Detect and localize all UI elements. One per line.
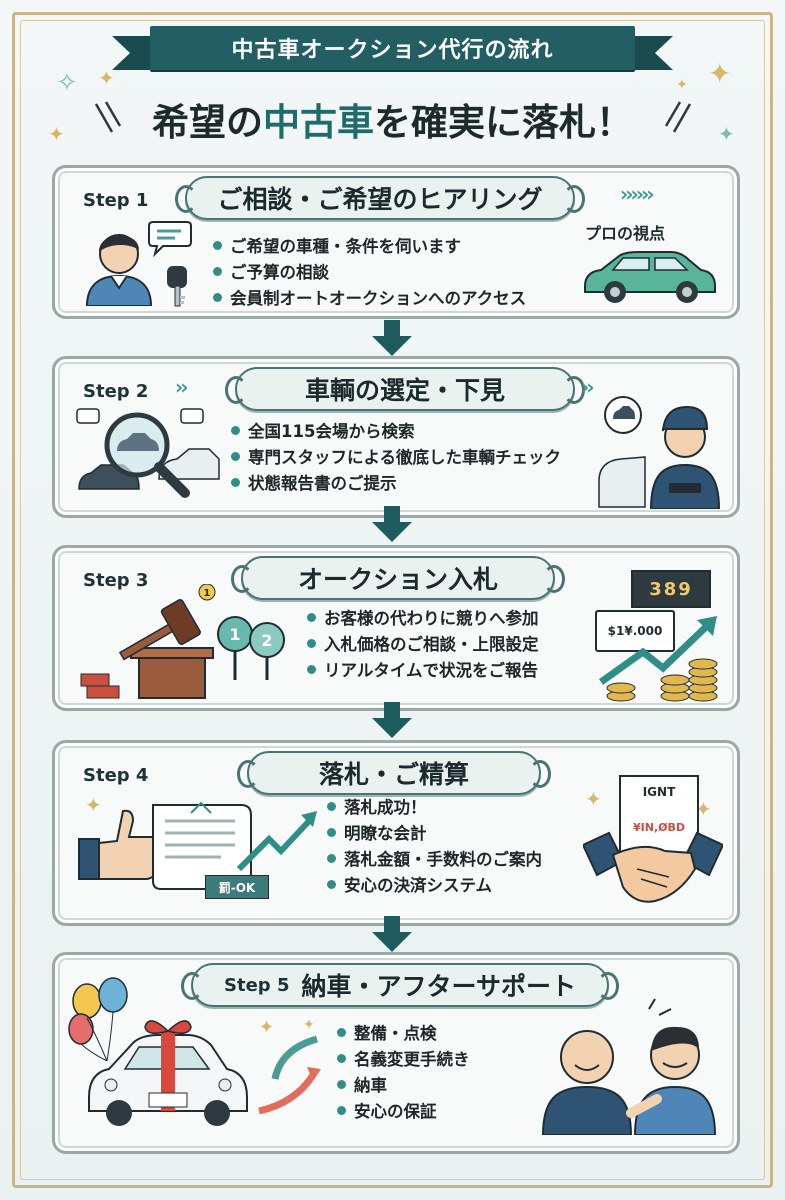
flow-arrow-icon	[372, 506, 412, 542]
bullet-item: 状態報告書のご提示	[231, 471, 561, 497]
step-label: Step 4	[83, 765, 149, 786]
car-key-icon	[167, 266, 187, 307]
bullet-item: 安心の決済システム	[327, 873, 542, 899]
outer-frame	[12, 12, 773, 1188]
customers-icon	[541, 998, 717, 1135]
step-bullets: 整備・点検 名義変更手続き 納車 安心の保証	[337, 1021, 470, 1125]
sparkle-icon: ✦	[85, 793, 102, 817]
person-icon	[85, 234, 153, 306]
bullet-item: 整備・点検	[337, 1021, 470, 1047]
step-card-4: Step 4 落札・ご精算 ✦ ✦ ✦ 落札成功！ 明瞭な会計 落札金額・手数料…	[52, 740, 740, 926]
handshake-icon	[583, 831, 723, 903]
step-card-3: Step 3 オークション入札 お客様の代わりに競りへ参加 入札価格のご相談・上…	[52, 545, 740, 711]
ok-stamp: 罰-OK	[205, 875, 269, 899]
bullet-item: 専門スタッフによる徹底した車輌チェック	[231, 445, 561, 471]
bullet-item: ご希望の車種・条件を伺います	[213, 234, 526, 260]
mechanic-icon	[598, 396, 721, 509]
sparkle-icon: ✦	[718, 122, 735, 146]
bullet-item: 名義変更手続き	[337, 1047, 470, 1073]
magnifier-car-icon	[76, 408, 220, 498]
accent-lines-icon	[94, 101, 122, 133]
bullet-item: 会員制オートオークションへのアクセス	[213, 286, 526, 312]
sparkle-icon: ✦	[48, 122, 65, 146]
price-monitor: $1¥.000	[595, 610, 675, 652]
balloons-icon	[68, 977, 128, 1061]
inner-frame	[20, 20, 765, 1180]
bid-number: 1	[204, 588, 211, 599]
sparkle-icon: ✦	[676, 77, 688, 93]
step-bullets: お客様の代わりに競りへ参加 入札価格のご相談・上限設定 リアルタイムで状況をご報…	[307, 606, 539, 684]
svg-text:✦: ✦	[303, 1017, 315, 1033]
step-title: 車輌の選定・下見	[225, 367, 585, 411]
banner-title: 中古車オークション代行の流れ	[231, 38, 554, 63]
speech-bubble-icon	[148, 221, 192, 258]
step-card-5: Step 5 納車・アフターサポート 整備・点検 名義変更手続き 納車 安心の保…	[52, 952, 740, 1154]
step-label: Step 1	[83, 190, 149, 211]
coins-icon	[598, 616, 718, 702]
sparkle-icon: ✦	[708, 57, 732, 90]
document-icon	[152, 801, 317, 890]
sparkle-icon: ✦	[585, 787, 602, 811]
svg-text:2: 2	[261, 631, 272, 650]
bid-paddle-icon: 1 2	[217, 616, 285, 680]
step-bullets: 全国115会場から検索 専門スタッフによる徹底した車輌チェック 状態報告書のご提…	[231, 419, 561, 497]
page-headline: 希望の中古車を確実に落札！	[152, 100, 633, 144]
step-card-1: Step 1 ご相談・ご希望のヒアリング ›››››› ご希望の車種・条件を伺い…	[52, 165, 740, 319]
sparkle-icon: ✦	[695, 797, 712, 821]
step-bullets: 落札成功！ 明瞭な会計 落札金額・手数料のご案内 安心の決済システム	[327, 795, 542, 899]
bullet-item: 入札価格のご相談・上限設定	[307, 632, 539, 658]
bullet-item: 全国115会場から検索	[231, 419, 561, 445]
step-title: Step 5 納車・アフターサポート	[181, 963, 619, 1007]
accent-lines-icon	[664, 101, 692, 133]
auction-display: 389	[631, 570, 711, 608]
car-icon	[584, 251, 716, 303]
bullet-item: お客様の代わりに競りへ参加	[307, 606, 539, 632]
chevrons-icon: ››››››	[620, 182, 654, 206]
bullet-item: 納車	[337, 1073, 470, 1099]
step-title: オークション入札	[231, 556, 565, 600]
bullet-item: ご予算の相談	[213, 260, 526, 286]
chevrons-icon: ››	[175, 375, 189, 399]
svg-text:1: 1	[229, 625, 240, 644]
gavel-icon: 1	[80, 584, 216, 699]
step-title: 落札・ご精算	[237, 751, 551, 795]
bullet-item: 落札金額・手数料のご案内	[327, 847, 542, 873]
flow-arrow-icon	[372, 916, 412, 952]
step-label: Step 3	[83, 570, 149, 591]
bullet-item: 明瞭な会計	[327, 821, 542, 847]
flow-arrow-icon	[372, 702, 412, 738]
step-title: ご相談・ご希望のヒアリング	[175, 176, 585, 220]
svg-text:✦: ✦	[259, 1017, 274, 1038]
celebration-swirl-icon: ✦✦	[258, 1017, 321, 1115]
step-label: Step 5	[224, 974, 290, 996]
bullet-item: 安心の保証	[337, 1099, 470, 1125]
step-card-2: Step 2 ›› 車輌の選定・下見 ›› 全国115会場から検索 専門スタッフ…	[52, 356, 740, 518]
gift-car-icon	[88, 1020, 248, 1126]
title-banner: 中古車オークション代行の流れ	[112, 26, 635, 76]
bullet-item: リアルタイムで状況をご報告	[307, 658, 539, 684]
sparkle-icon: ✦	[98, 66, 115, 90]
sparkle-icon: ✧	[56, 68, 78, 98]
step-label: Step 2	[83, 381, 149, 402]
step-bullets: ご希望の車種・条件を伺います ご予算の相談 会員制オートオークションへのアクセス	[213, 234, 526, 312]
perspective-caption: プロの視点	[585, 224, 666, 243]
flow-arrow-icon	[372, 320, 412, 356]
bullet-item: 落札成功！	[327, 795, 542, 821]
chevrons-icon: ››	[581, 375, 595, 399]
